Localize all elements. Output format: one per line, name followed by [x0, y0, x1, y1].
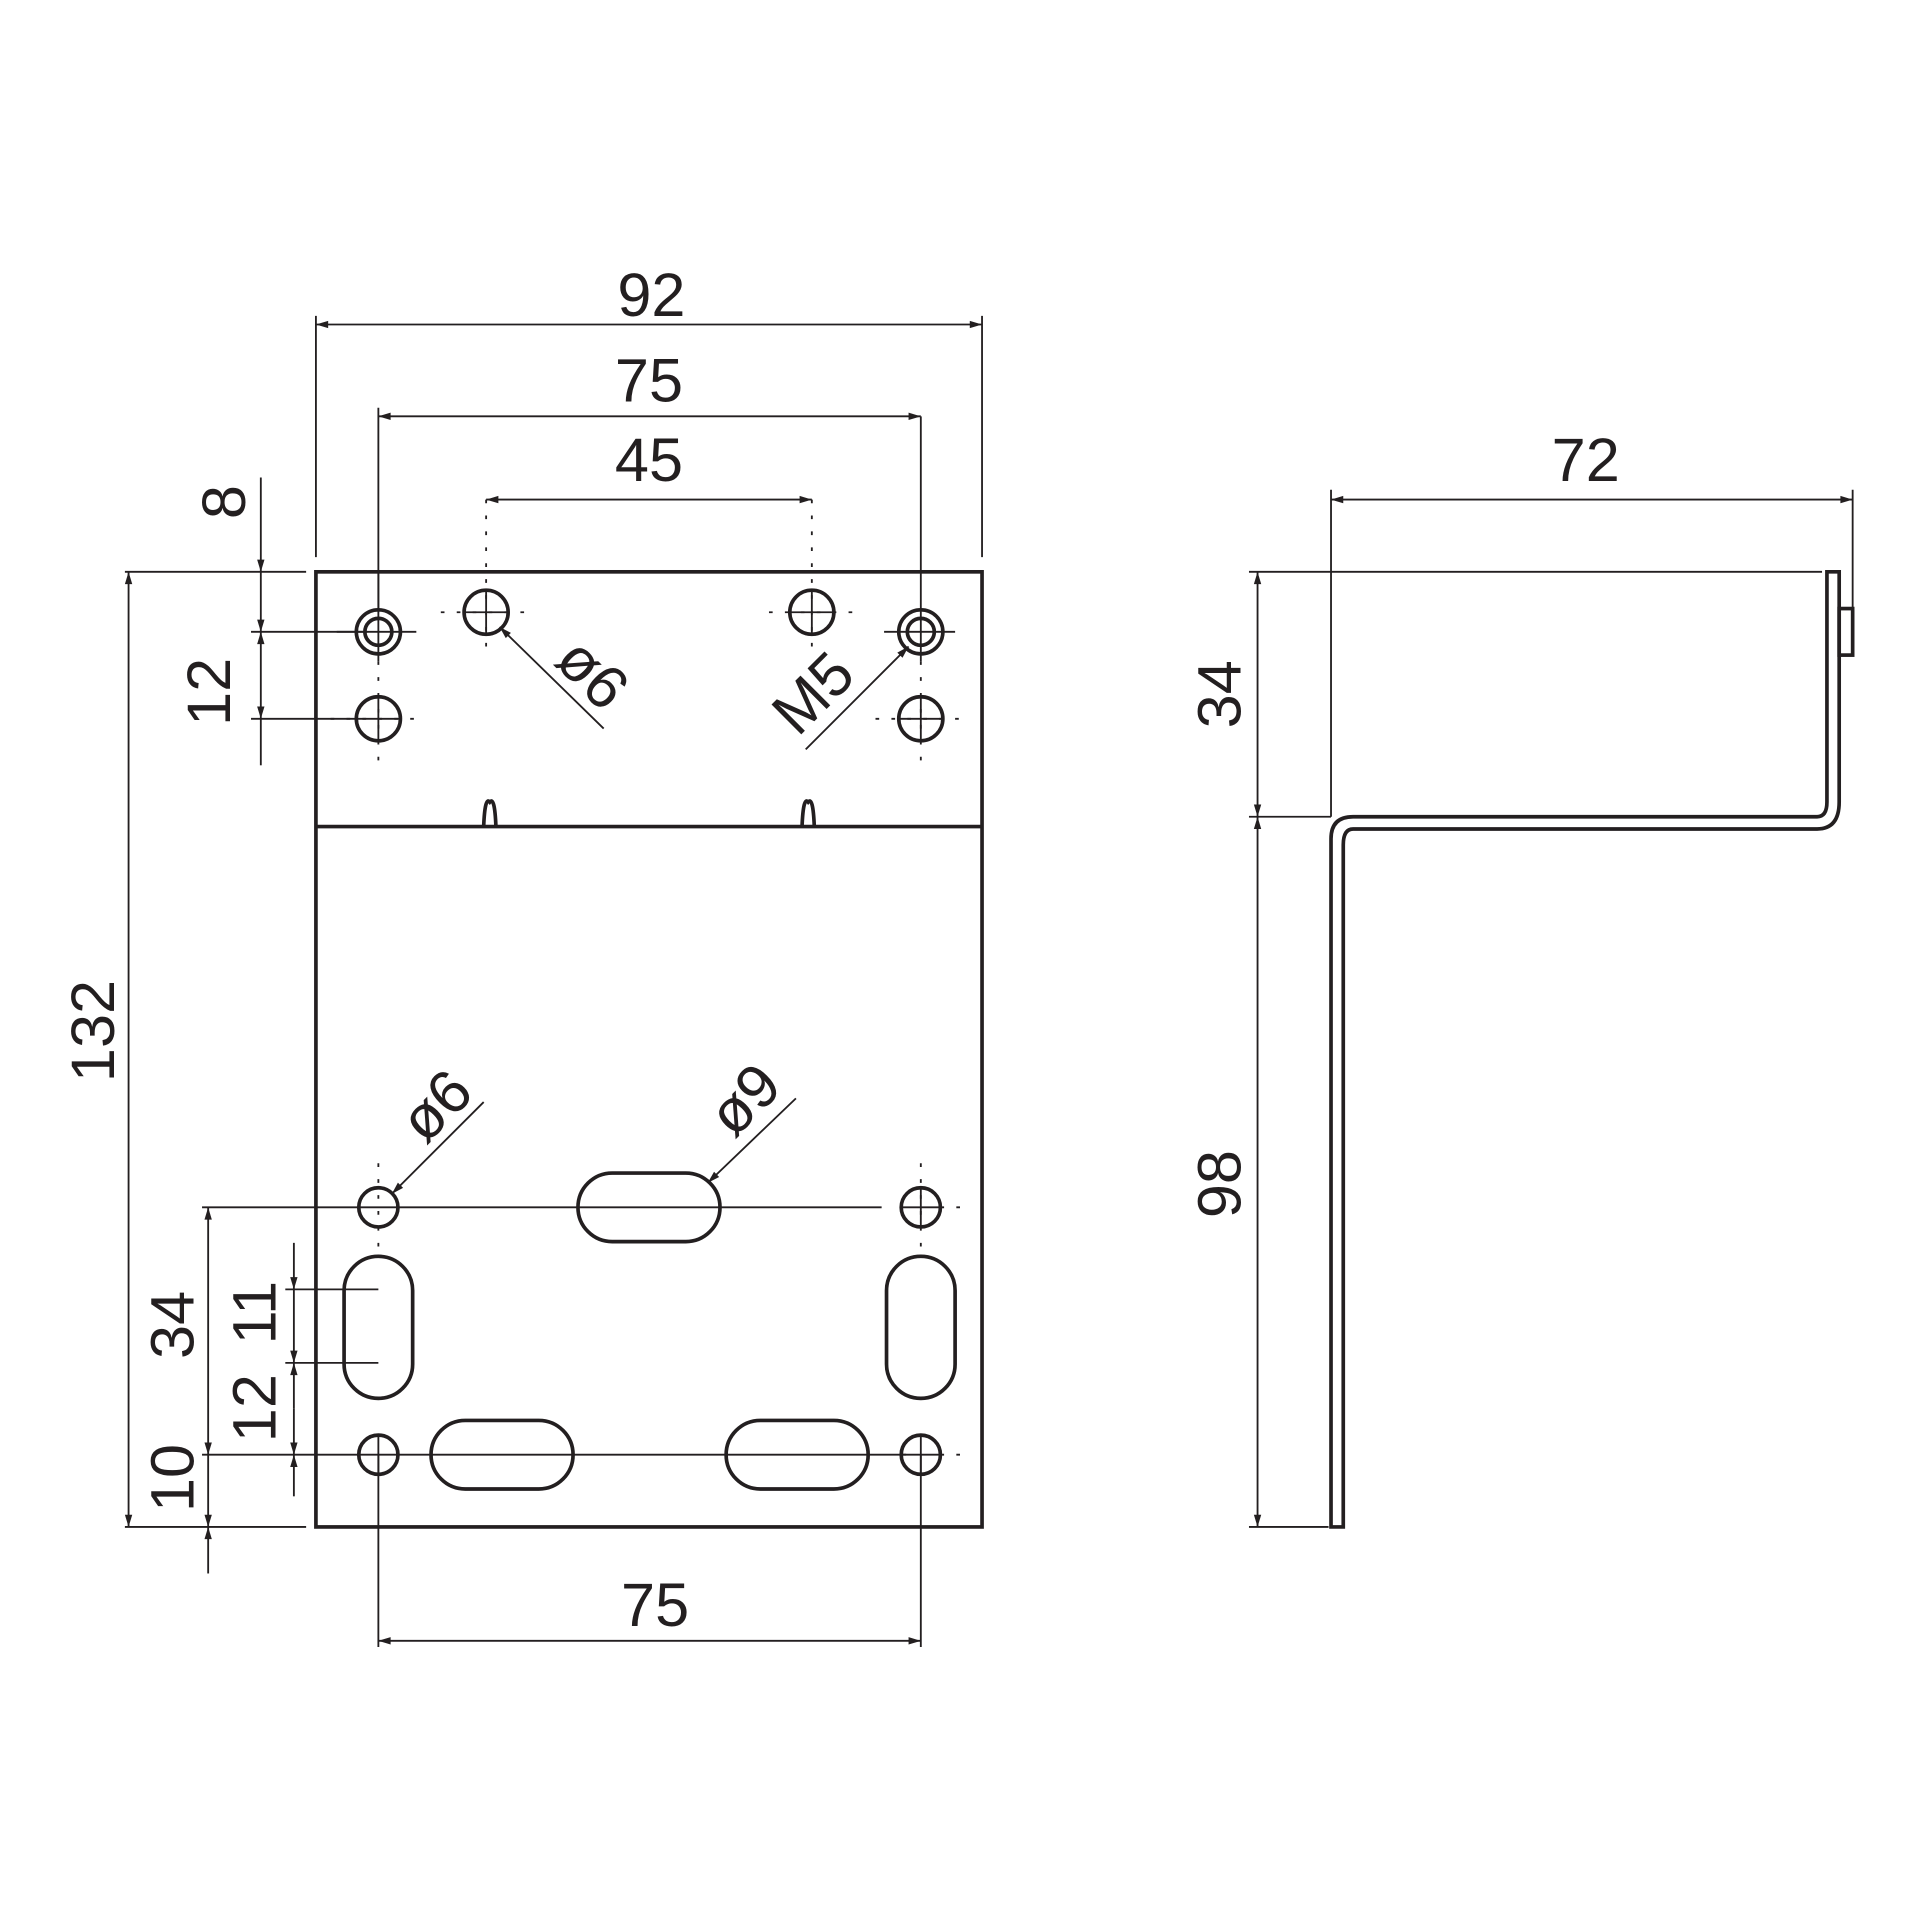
slot-vertical-left: [342, 1254, 415, 1401]
notch-left: [481, 799, 498, 827]
dim-bottom-10: 10: [138, 1444, 206, 1512]
dim-top-hole-spacing: 75: [615, 347, 683, 415]
label-thread: M5: [759, 639, 867, 747]
dim-depth: 72: [1552, 426, 1620, 494]
dim-inner-hole-spacing: 45: [615, 426, 683, 494]
slot-vertical-right: [884, 1254, 957, 1401]
front-view: 92 75 45 8 12 132 ø6 M5 ø6 ø9 34 11 12 1…: [59, 261, 984, 1647]
hole: [356, 1163, 400, 1249]
dim-bottom-hole-spacing: 75: [621, 1571, 689, 1639]
dim-overall-height: 132: [59, 980, 127, 1082]
label-hole-top: ø6: [544, 624, 643, 723]
dim-upper-height: 34: [1185, 660, 1253, 728]
hole: [899, 1163, 968, 1249]
notch-right: [800, 799, 817, 827]
hole: [768, 499, 858, 656]
dim-slot-11: 11: [221, 1281, 289, 1345]
dim-hole-row-spacing: 12: [175, 658, 243, 726]
dim-slot-12: 12: [221, 1374, 289, 1442]
dim-bottom-34: 34: [138, 1291, 206, 1359]
dim-lower-height: 98: [1185, 1150, 1253, 1218]
label-slot: ø9: [695, 1050, 794, 1149]
label-hole-bottom: ø6: [386, 1056, 485, 1155]
mounting-tab: [1837, 606, 1855, 657]
hole: [875, 661, 968, 766]
hole: [330, 661, 423, 766]
dim-overall-width: 92: [617, 261, 685, 329]
hole: [440, 499, 533, 656]
dim-top-offset: 8: [190, 485, 258, 519]
threaded-hole-right: [884, 416, 956, 662]
threaded-hole-left: [336, 571, 417, 662]
side-view: 72 34 98: [1185, 426, 1855, 1529]
plate-outline: [314, 570, 984, 1529]
hole: [899, 1433, 968, 1477]
bracket-profile: [1329, 570, 1842, 1529]
